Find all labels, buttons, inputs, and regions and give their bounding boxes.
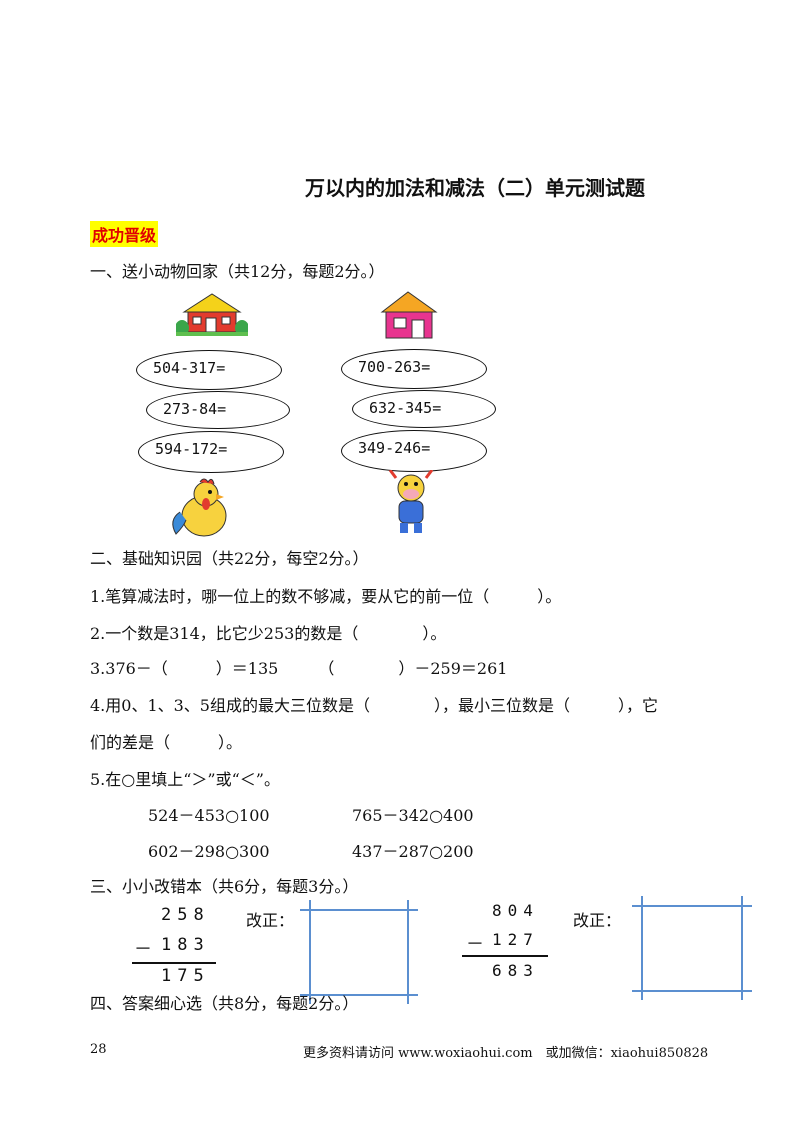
problem2-bottom: 127 bbox=[492, 930, 539, 949]
level-badge: 成功晋级 bbox=[90, 221, 159, 247]
compare-item-2: 765－342○400 bbox=[352, 806, 474, 825]
box2-bottom-line bbox=[632, 990, 752, 992]
box1-right-line bbox=[407, 900, 409, 1004]
problem1-bottom: 183 bbox=[161, 935, 210, 955]
box1-bottom-line bbox=[300, 994, 418, 996]
problem1-correct-label: 改正： bbox=[246, 911, 295, 930]
question-2: 2.一个数是314，比它少253的数是（ ）。 bbox=[90, 624, 447, 643]
section3-heading: 三、小小改错本（共6分，每题3分。） bbox=[90, 877, 359, 896]
compare-item-3: 602－298○300 bbox=[148, 842, 270, 861]
question-3: 3.376－（ ）＝135 （ ）－259＝261 bbox=[90, 659, 508, 678]
question-1: 1.笔算减法时，哪一位上的数不够减，要从它的前一位（ ）。 bbox=[90, 587, 562, 606]
right-oval-1: 700-263= bbox=[341, 349, 487, 389]
section2-heading: 二、基础知识园（共22分，每空2分。） bbox=[90, 549, 369, 568]
left-oval-2: 273-84= bbox=[146, 391, 290, 429]
pink-house-icon bbox=[380, 291, 438, 339]
rooster-icon bbox=[172, 478, 227, 537]
problem1-minus: － bbox=[134, 939, 152, 960]
problem2-result: 683 bbox=[492, 961, 539, 980]
section1-heading: 一、送小动物回家（共12分，每题2分。） bbox=[90, 262, 385, 281]
correction-box-1[interactable] bbox=[309, 909, 409, 996]
right-oval-3: 349-246= bbox=[341, 430, 487, 472]
box1-left-line bbox=[309, 900, 311, 1004]
box2-left-line bbox=[641, 896, 643, 1000]
problem2-top: 804 bbox=[492, 901, 539, 920]
green-house-icon bbox=[176, 293, 248, 336]
page-number: 28 bbox=[90, 1042, 107, 1057]
section4-heading: 四、答案细心选（共8分，每题2分。） bbox=[90, 994, 359, 1013]
left-oval-1: 504-317= bbox=[136, 350, 282, 390]
problem1-result: 175 bbox=[161, 966, 210, 986]
question-4-line1: 4.用0、1、3、5组成的最大三位数是（ ），最小三位数是（ ），它 bbox=[90, 696, 658, 715]
problem1-rule bbox=[132, 962, 216, 964]
box1-top-line bbox=[300, 909, 418, 911]
box2-right-line bbox=[741, 896, 743, 1000]
compare-item-4: 437－287○200 bbox=[352, 842, 474, 861]
problem2-correct-label: 改正： bbox=[573, 911, 622, 930]
box2-top-line bbox=[632, 905, 752, 907]
question-4-line2: 们的差是（ ）。 bbox=[90, 733, 243, 752]
question-5: 5.在○里填上“＞”或“＜”。 bbox=[90, 770, 280, 789]
problem2-minus: － bbox=[466, 934, 484, 955]
problem1-top: 258 bbox=[161, 905, 210, 925]
calf-icon bbox=[388, 470, 434, 533]
problem2-rule bbox=[462, 955, 548, 957]
correction-box-2[interactable] bbox=[641, 905, 743, 992]
compare-item-1: 524－453○100 bbox=[148, 806, 270, 825]
footer-text: 更多资料请访问 www.woxiaohui.com 或加微信：xiaohui85… bbox=[303, 1046, 709, 1061]
left-oval-3: 594-172= bbox=[138, 431, 284, 473]
right-oval-2: 632-345= bbox=[352, 390, 496, 428]
page-title: 万以内的加法和减法（二）单元测试题 bbox=[305, 176, 645, 200]
